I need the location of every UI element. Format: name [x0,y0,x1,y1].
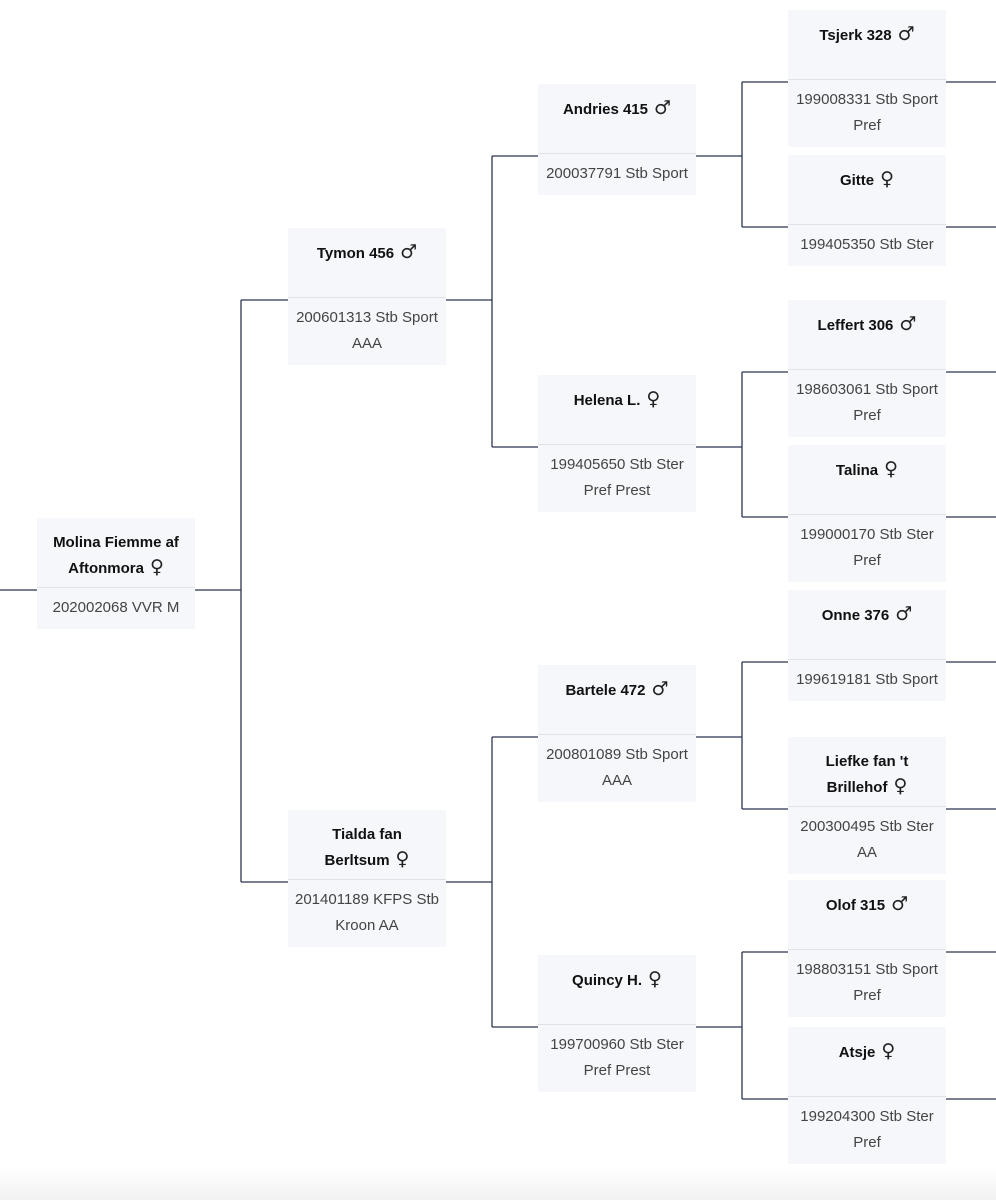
horse-card-h4[interactable]: Helena L. ♀ 199405650 Stb Ster Pref Prest [538,375,696,512]
female-icon: ♀ [893,775,908,797]
horse-card-h14[interactable]: Atsje ♀ 199204300 Stb Ster Pref [788,1027,946,1164]
horse-header: Tialda fan Berltsum♀ [288,810,446,880]
bottom-scroll-fade [0,1168,996,1200]
female-icon: ♀ [646,388,661,410]
horse-name[interactable]: Helena L. [573,392,641,409]
horse-name[interactable]: Molina Fiemme af Aftonmora [53,534,179,577]
horse-header: Tsjerk 328 ♂ [788,10,946,80]
horse-card-h10[interactable]: Talina ♀ 199000170 Stb Ster Pref [788,445,946,582]
horse-registration: 199405650 Stb Ster Pref Prest [550,456,684,499]
male-icon: ♂ [654,97,672,119]
horse-header: Bartele 472 ♂ [538,665,696,735]
horse-name[interactable]: Atsje [838,1044,876,1061]
male-icon: ♂ [897,23,915,45]
male-icon: ♂ [651,678,669,700]
horse-registration: 199000170 Stb Ster Pref [800,526,934,569]
horse-header: Liefke fan 't Brillehof♀ [788,737,946,807]
horse-card-h13[interactable]: Olof 315 ♂ 198803151 Stb Sport Pref [788,880,946,1017]
horse-registration: 202002068 VVR M [52,599,180,616]
horse-name[interactable]: Tsjerk 328 [819,27,892,44]
male-icon: ♂ [899,313,917,335]
horse-card-h0[interactable]: Molina Fiemme af Aftonmora♀ 202002068 VVR… [37,518,195,629]
horse-name[interactable]: Talina [835,462,879,479]
horse-name[interactable]: Quincy H. [572,972,643,989]
horse-card-h8[interactable]: Gitte ♀ 199405350 Stb Ster [788,155,946,266]
horse-name[interactable]: Tymon 456 [316,245,395,262]
female-icon: ♀ [149,556,164,578]
horse-card-h5[interactable]: Bartele 472 ♂ 200801089 Stb Sport AAA [538,665,696,802]
male-icon: ♂ [400,241,418,263]
horse-name[interactable]: Bartele 472 [565,682,646,699]
horse-card-h2[interactable]: Tialda fan Berltsum♀ 201401189 KFPS Stb K… [288,810,446,947]
horse-name[interactable]: Andries 415 [562,101,648,118]
horse-registration: 199204300 Stb Ster Pref [800,1108,934,1151]
horse-registration: 199008331 Stb Sport Pref [796,91,938,134]
horse-registration: 200300495 Stb Ster AA [800,818,934,861]
horse-name[interactable]: Leffert 306 [817,317,894,334]
horse-card-h11[interactable]: Onne 376 ♂ 199619181 Stb Sport [788,590,946,701]
female-icon: ♀ [884,458,899,480]
female-icon: ♀ [395,848,410,870]
horse-card-h12[interactable]: Liefke fan 't Brillehof♀ 200300495 Stb St… [788,737,946,874]
male-icon: ♂ [891,893,909,915]
horse-header: Andries 415 ♂ [538,84,696,154]
horse-header: Atsje ♀ [788,1027,946,1097]
horse-registration: 198803151 Stb Sport Pref [796,961,938,1004]
horse-header: Gitte ♀ [788,155,946,225]
horse-registration: 199619181 Stb Sport [796,671,938,688]
female-icon: ♀ [648,968,662,990]
horse-registration: 198603061 Stb Sport Pref [796,381,938,424]
horse-header: Leffert 306 ♂ [788,300,946,370]
female-icon: ♀ [880,168,895,190]
horse-registration: 200037791 Stb Sport [546,165,688,182]
horse-header: Tymon 456 ♂ [288,228,446,298]
horse-registration: 199405350 Stb Ster [800,236,934,253]
horse-header: Olof 315 ♂ [788,880,946,950]
horse-card-h3[interactable]: Andries 415 ♂ 200037791 Stb Sport [538,84,696,195]
horse-registration: 199700960 Stb Ster Pref Prest [550,1036,684,1079]
horse-header: Quincy H. ♀ [538,955,696,1025]
horse-name[interactable]: Gitte [839,172,875,189]
horse-card-h7[interactable]: Tsjerk 328 ♂ 199008331 Stb Sport Pref [788,10,946,147]
horse-header: Onne 376 ♂ [788,590,946,660]
horse-header: Talina ♀ [788,445,946,515]
horse-card-h9[interactable]: Leffert 306 ♂ 198603061 Stb Sport Pref [788,300,946,437]
horse-header: Helena L. ♀ [538,375,696,445]
horse-header: Molina Fiemme af Aftonmora♀ [37,518,195,588]
male-icon: ♂ [895,603,913,625]
horse-registration: 201401189 KFPS Stb Kroon AA [295,891,439,934]
horse-name[interactable]: Liefke fan 't Brillehof [825,753,909,796]
horse-name[interactable]: Tialda fan Berltsum [324,826,402,869]
horse-name[interactable]: Onne 376 [821,607,890,624]
female-icon: ♀ [881,1040,896,1062]
horse-registration: 200801089 Stb Sport AAA [546,746,688,789]
horse-card-h1[interactable]: Tymon 456 ♂ 200601313 Stb Sport AAA [288,228,446,365]
horse-registration: 200601313 Stb Sport AAA [296,309,438,352]
horse-name[interactable]: Olof 315 [825,897,886,914]
horse-card-h6[interactable]: Quincy H. ♀ 199700960 Stb Ster Pref Prest [538,955,696,1092]
